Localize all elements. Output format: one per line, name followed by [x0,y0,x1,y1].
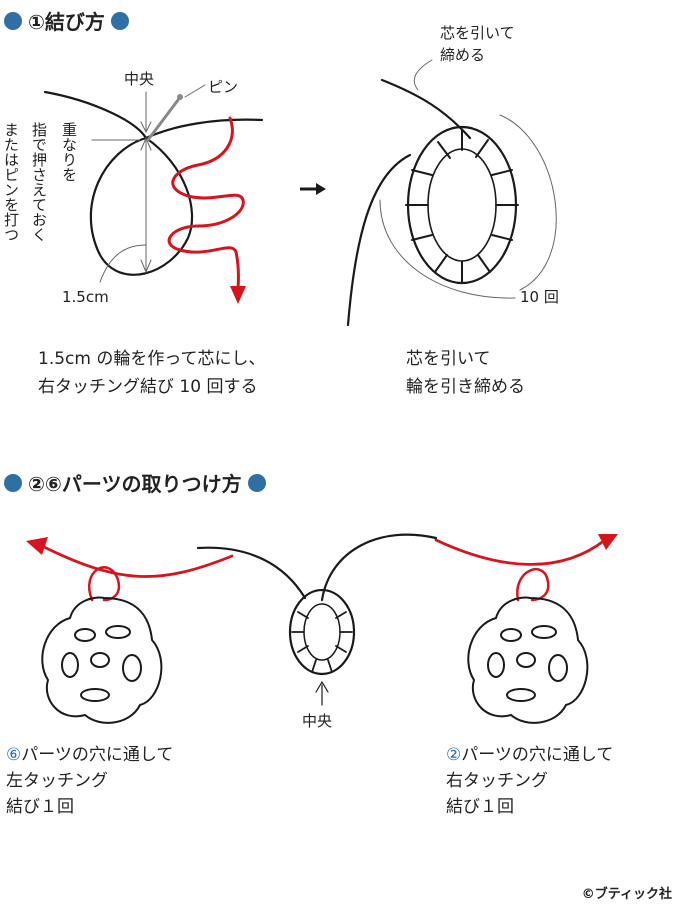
fig1-caption-line2: 右タッチング結び 10 回する [38,377,258,397]
right-arrow-head [316,183,326,195]
core-thread-left [346,153,412,327]
step-number-6: ⑥ [6,745,22,765]
center-thread-left [196,546,307,600]
fig2-pull-label-1: 芯を引いて [440,24,515,42]
core-thread [43,90,148,140]
bullet-dot-icon [247,473,266,492]
fig1-center-label: 中央 [124,70,155,88]
fig1-pin-label: ピン [208,78,239,96]
size-pointer-line [99,244,147,283]
fig2-caption-line1: 芯を引いて [406,349,491,369]
fig3-left-caption-line1: ⑥パーツの穴に通して [6,742,173,768]
finished-ring-inner [427,148,497,262]
step-number-2: ② [446,745,462,765]
pin-line [146,98,180,142]
fig3-left-caption-line3: 結び１回 [6,797,74,817]
center-up-arrow-head [315,680,329,693]
fig3-right-caption-line1: ②パーツの穴に通して [446,742,613,768]
fig3-attach-diagram [26,533,618,724]
fig3-left-caption-text1: パーツの穴に通して [21,745,174,765]
section-title-knotting: ①結び方 [4,6,129,35]
flower-part-right [467,596,589,724]
section-title-attaching: ②⑥パーツの取りつけ方 [4,468,266,497]
red-loop-right [516,568,550,602]
ring-loop [89,136,194,276]
center-arrow [140,121,152,134]
core-thread-right [144,118,264,140]
bullet-dot-icon [110,11,129,30]
fig2-caption-line2: 輪を引き締める [406,377,525,397]
red-arrow-right [598,534,618,550]
measure-arrow-top [140,136,152,151]
center-ring [288,588,356,676]
red-loop-left [88,566,121,602]
fig1-caption-line1: 1.5cm の輪を作って芯にし、 [38,349,266,369]
flower-part-left [41,596,163,724]
fig2-count-label: 10 回 [520,288,559,306]
center-ring-stitches [291,611,353,673]
fig3-right-caption-text1: パーツの穴に通して [461,745,614,765]
knot-stitches [405,129,519,283]
red-thread-left [38,543,234,578]
bullet-dot-icon [4,11,22,30]
fig3-center-label: 中央 [302,712,333,730]
fig1-size-label: 1.5cm [62,288,109,306]
center-ring-inner [303,603,341,661]
pull-pointer-line [413,59,433,91]
fig1-note-col1: 重なりを [60,122,78,182]
red-arrow-left [26,537,48,555]
red-working-thread [167,116,245,292]
fig3-left-caption-line2: 左タッチング [6,771,108,791]
section-title-text: ①結び方 [28,10,105,34]
section-title-text: ②⑥パーツの取りつけ方 [28,472,242,496]
measure-arrow-bottom [140,259,152,274]
fig1-note-col2: 指で押さえておく [30,122,48,242]
pin-head [177,94,183,100]
center-thread-right [320,533,438,602]
count-pointer-line-2 [379,199,516,299]
fig3-right-caption-line2: 右タッチング [446,771,548,791]
core-thread-top [380,78,472,140]
fig1-note-col3: またはピンを打つ [2,122,20,242]
copyright-text: ©ブティック社 [581,887,672,902]
pin-label-line [184,84,206,98]
red-arrow-head [230,286,246,304]
count-pointer-line [499,114,557,291]
fig2-ring-diagram [346,59,557,327]
fig1-ring-diagram [43,84,264,304]
fig2-pull-label-2: 締める [440,46,486,64]
fig3-right-caption-line3: 結び１回 [446,797,514,817]
red-thread-right [434,538,607,566]
bullet-dot-icon [4,473,22,492]
